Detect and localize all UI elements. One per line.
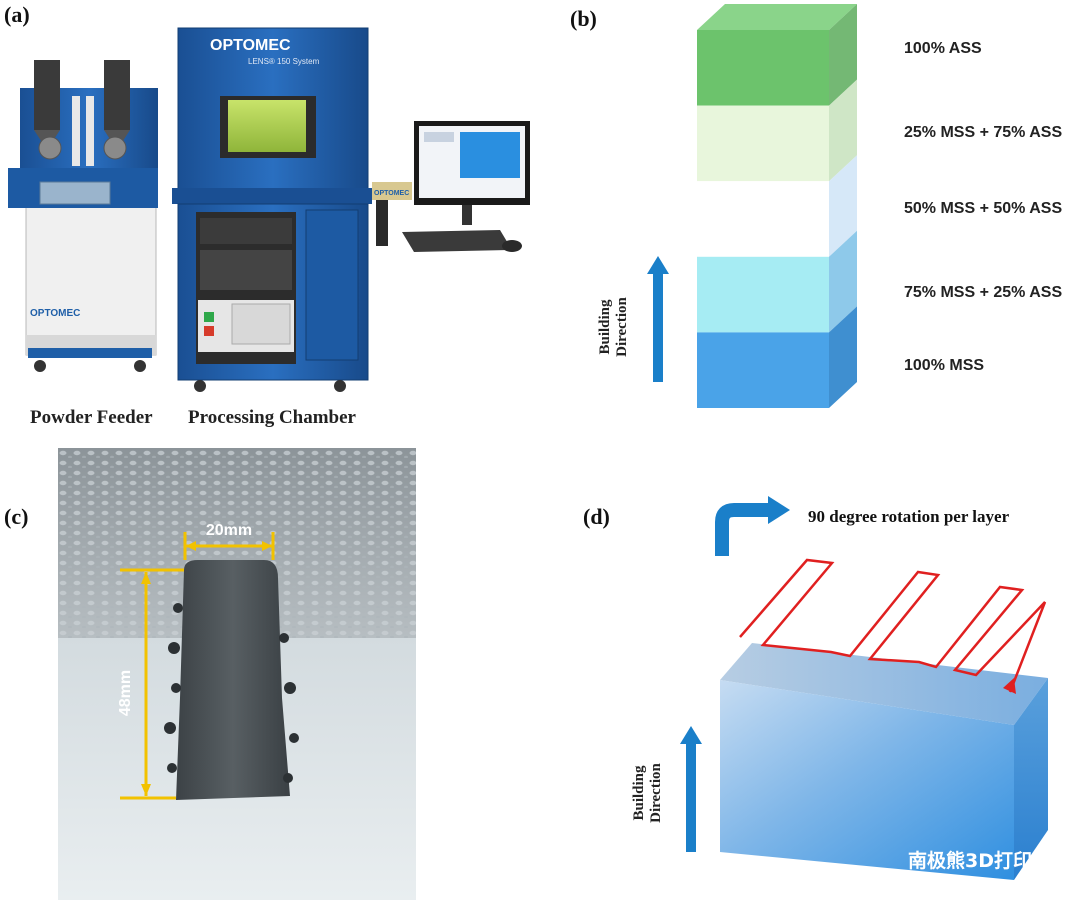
panel-c-photo: 20mm 48mm [58,448,416,900]
scan-path-arrowhead [1003,678,1016,694]
layer-front-2 [697,181,829,257]
panel-d-direction-label: Building Direction [631,751,665,835]
part-photo-illustration [58,448,416,900]
direction-word-direction: Direction [648,763,664,823]
arm-brand-text: OPTOMEC [374,190,409,197]
control-computer: OPTOMEC [372,121,530,252]
layer-side-2 [829,155,857,257]
rotation-arrow [715,496,790,556]
layer-label-3: 75% MSS + 25% ASS [904,284,1063,301]
layer-side-4 [829,306,857,408]
rotation-label: 90 degree rotation per layer [808,507,1010,526]
chamber-model-text: LENS® 150 System [248,57,320,66]
panel-label-c: (c) [4,504,29,529]
cube-top-face [697,4,857,30]
layer-side-1 [829,79,857,182]
layer-front-4 [697,332,829,408]
chamber-brand-text: OPTOMEC [210,37,291,54]
layer-front-1 [697,105,829,182]
panel-d-building-arrow [680,726,702,852]
panel-b-building-arrow-head [647,256,669,274]
panel-label-d: (d) [583,504,610,529]
layer-front-0 [697,30,829,106]
panel-b-building-arrow-shaft [653,272,663,382]
dimension-lines [120,532,275,800]
layer-label-4: 100% MSS [904,357,985,374]
layer-front-3 [697,256,829,333]
panel-label-b: (b) [570,6,597,31]
watermark: 南极熊3D打印 [908,850,1032,872]
feeder-brand-text: OPTOMEC [30,308,80,319]
caption-processing-chamber: Processing Chamber [188,407,356,428]
layer-label-1: 25% MSS + 75% ASS [904,124,1063,141]
scan-path [739,558,1047,693]
powder-feeder: OPTOMEC [8,60,158,372]
panel-label-a: (a) [4,2,30,27]
layer-label-2: 50% MSS + 50% ASS [904,200,1063,217]
layer-label-0: 100% ASS [904,40,982,57]
processing-chamber: OPTOMEC LENS® 150 System [172,27,372,392]
layer-side-0 [829,4,857,106]
caption-powder-feeder: Powder Feeder [30,407,153,428]
direction-word-building: Building [631,765,647,821]
layer-side-3 [829,230,857,333]
build-block [720,643,1048,880]
width-dimension-label: 20mm [205,522,253,539]
